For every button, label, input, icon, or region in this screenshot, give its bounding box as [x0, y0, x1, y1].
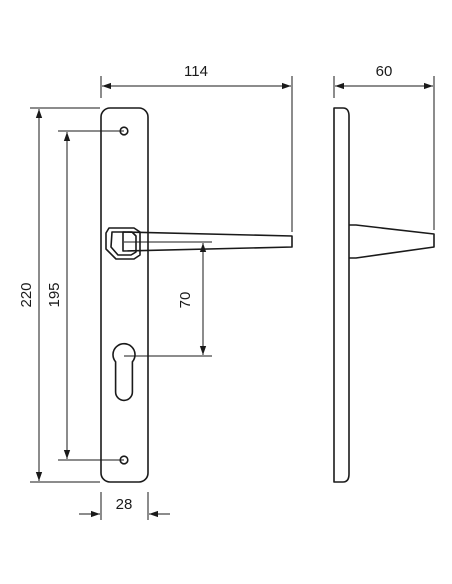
lever-rose	[105, 227, 141, 260]
label-220: 220	[18, 282, 35, 307]
side-view	[333, 107, 435, 483]
label-28: 28	[116, 496, 133, 513]
cylinder-cutout	[112, 342, 136, 402]
label-114: 114	[184, 63, 208, 80]
dimension-lines	[30, 76, 435, 520]
label-70: 70	[177, 292, 194, 309]
front-view	[100, 107, 293, 483]
side-lever	[349, 224, 435, 259]
side-plate	[333, 107, 350, 483]
lever-arm	[122, 231, 293, 252]
label-60: 60	[376, 63, 393, 80]
label-195: 195	[46, 282, 63, 307]
backplate	[100, 107, 149, 483]
